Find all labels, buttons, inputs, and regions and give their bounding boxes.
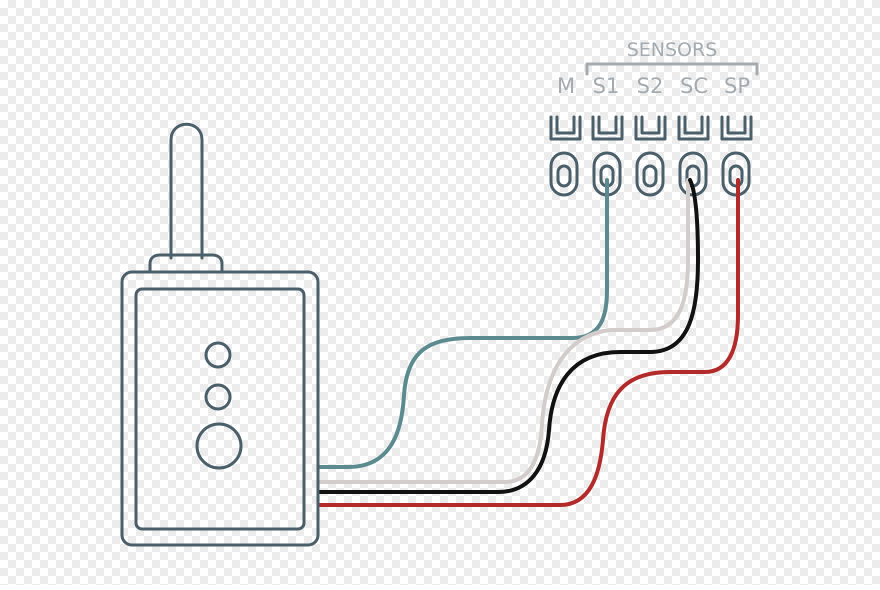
terminal-slot-s2 [634,115,667,141]
terminal-label-s1: S1 [593,74,620,98]
terminal-label-sp: SP [724,74,750,98]
wire-gray-sc [318,178,690,484]
terminal-screw-m [549,151,579,197]
terminal-screw-m-inner [556,164,572,188]
terminal-slot-sc [677,115,710,141]
wires [318,178,740,507]
device-button [195,422,243,470]
terminal-label-sc: SC [680,74,708,98]
wire-red-sp [318,178,740,507]
device-body-outer [120,270,320,547]
terminal-label-s2: S2 [637,74,664,98]
transmitter-device-icon [120,122,320,547]
terminal-screw-s2 [635,151,665,197]
terminal-labels: M S1 S2 SC SP [557,74,750,98]
device-face-panel [134,287,306,531]
indicator-light-top [204,341,232,369]
terminal-block-top [549,115,753,141]
terminal-slot-sp [720,115,753,141]
sensors-group-bracket [585,62,759,76]
terminal-label-m: M [557,74,575,98]
sensors-group-label: SENSORS [627,39,718,61]
terminal-screw-s2-inner [642,164,658,188]
terminal-slot-m [549,115,582,141]
antenna-collar [148,253,224,274]
wire-black-sc [318,178,700,494]
terminal-slot-s1 [591,115,624,141]
terminal-screws [549,151,751,197]
wire-teal-s1 [318,178,609,469]
antenna-icon [169,122,204,260]
indicator-light-middle [204,383,232,411]
